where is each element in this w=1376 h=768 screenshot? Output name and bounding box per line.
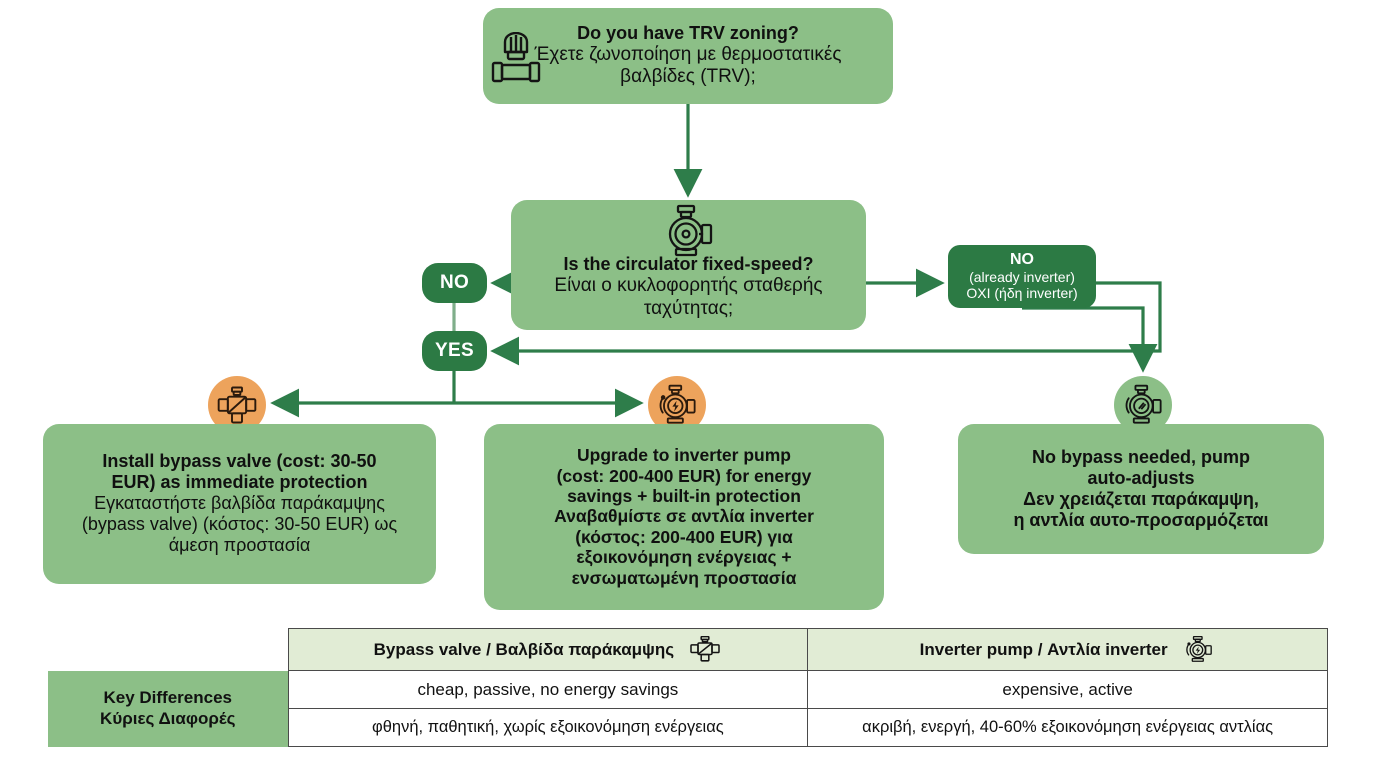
out1-el-line3: άμεση προστασία: [168, 535, 311, 556]
table-header-inverter-label: Inverter pump / Αντλία inverter: [919, 639, 1168, 659]
node-no-already-inverter[interactable]: NO (already inverter) ΟΧΙ (ήδη inverter): [948, 245, 1096, 308]
out3-el-line1: Δεν χρειάζεται παράκαμψη,: [1023, 488, 1259, 509]
table-header-row: Bypass valve / Βαλβίδα παράκαμψης: [48, 628, 1328, 671]
question-trv-zoning[interactable]: Do you have TRV zoning? Έχετε ζωνοποίηση…: [483, 8, 893, 104]
table-row-label: Key Differences Κύριες Διαφορές: [48, 670, 288, 747]
badge-yes[interactable]: YES: [422, 331, 487, 371]
bypass-valve-icon: [217, 386, 257, 424]
q1-label-el-line1: Έχετε ζωνοποίηση με θερμοστατικές: [534, 44, 842, 66]
q2-label-el-line2: ταχύτητας;: [643, 297, 734, 319]
bypass-valve-icon: [690, 635, 720, 662]
trv-valve-icon: [491, 32, 541, 83]
out1-en-line2: EUR) as immediate protection: [111, 472, 368, 493]
outcome-upgrade-inverter-pump[interactable]: Upgrade to inverter pump (cost: 200-400 …: [484, 424, 884, 610]
cell-inverter-en: expensive, active: [807, 670, 1328, 709]
cell-inverter-el: ακριβή, ενεργή, 40-60% εξοικονόμηση ενέρ…: [807, 708, 1328, 747]
cell-bypass-el: φθηνή, παθητική, χωρίς εξοικονόμηση ενέρ…: [287, 708, 809, 747]
circulator-pump-icon: [668, 204, 712, 257]
out2-en-line3: savings + built-in protection: [567, 485, 801, 506]
out1-el-line1: Εγκαταστήστε βαλβίδα παράκαμψης: [94, 493, 385, 514]
table-row-label-en: Key Differences: [103, 688, 232, 708]
table-header-bypass: Bypass valve / Βαλβίδα παράκαμψης: [287, 628, 809, 671]
inverter-pump-icon: [659, 384, 696, 424]
q1-label-en: Do you have TRV zoning?: [577, 23, 799, 44]
cell-bypass-en: cheap, passive, no energy savings: [287, 670, 809, 709]
key-differences-table-wrap: Bypass valve / Βαλβίδα παράκαμψης: [48, 628, 1328, 747]
auto-adjust-pump-icon: [1125, 384, 1162, 424]
out1-en-line1: Install bypass valve (cost: 30-50: [102, 451, 377, 472]
table-row: Key Differences Κύριες Διαφορές cheap, p…: [48, 670, 1328, 747]
badge-no[interactable]: NO: [422, 263, 487, 303]
outcome-no-bypass-needed[interactable]: No bypass needed, pump auto-adjusts Δεν …: [958, 424, 1324, 554]
outcome-install-bypass-valve[interactable]: Install bypass valve (cost: 30-50 EUR) a…: [43, 424, 436, 584]
question-circulator-fixed-speed[interactable]: Is the circulator fixed-speed? Είναι ο κ…: [511, 200, 866, 330]
out3-en-line2: auto-adjusts: [1087, 467, 1195, 488]
q2-label-en: Is the circulator fixed-speed?: [563, 254, 814, 275]
out2-en-line2: (cost: 200-400 EUR) for energy: [556, 465, 812, 486]
out3-el-line2: η αντλία αυτο-προσαρμόζεται: [1013, 509, 1269, 530]
out2-el-line1: Αναβαθμίστε σε αντλία inverter: [554, 506, 814, 527]
out2-el-line3: εξοικονόμηση ενέργειας +: [576, 547, 792, 568]
table-header-bypass-label: Bypass valve / Βαλβίδα παράκαμψης: [373, 639, 675, 659]
out2-el-line2: (κόστος: 200-400 EUR) για: [575, 526, 793, 547]
q1-label-el-line2: βαλβίδες (TRV);: [620, 66, 756, 88]
out1-el-line2: (bypass valve) (κόστος: 30-50 EUR) ως: [81, 514, 398, 535]
table-row: φθηνή, παθητική, χωρίς εξοικονόμηση ενέρ…: [48, 708, 1328, 747]
wire-no-inverter-to-pump: [1022, 306, 1158, 373]
table-row-label-el: Κύριες Διαφορές: [100, 708, 236, 728]
table-header-inverter: Inverter pump / Αντλία inverter: [807, 628, 1328, 671]
table-corner-blank: [48, 628, 288, 671]
no-inverter-line3: ΟΧΙ (ήδη inverter): [966, 284, 1078, 301]
key-differences-table: Bypass valve / Βαλβίδα παράκαμψης: [48, 628, 1328, 747]
inverter-pump-icon: [1185, 635, 1212, 662]
out2-en-line1: Upgrade to inverter pump: [577, 445, 791, 466]
out3-en-line1: No bypass needed, pump: [1031, 446, 1251, 467]
no-inverter-line2: (already inverter): [969, 268, 1075, 285]
out2-el-line4: ενσωματωμένη προστασία: [571, 568, 797, 589]
q2-label-el-line1: Είναι ο κυκλοφορητής σταθερής: [554, 275, 823, 297]
no-inverter-line1: NO: [1010, 251, 1034, 268]
